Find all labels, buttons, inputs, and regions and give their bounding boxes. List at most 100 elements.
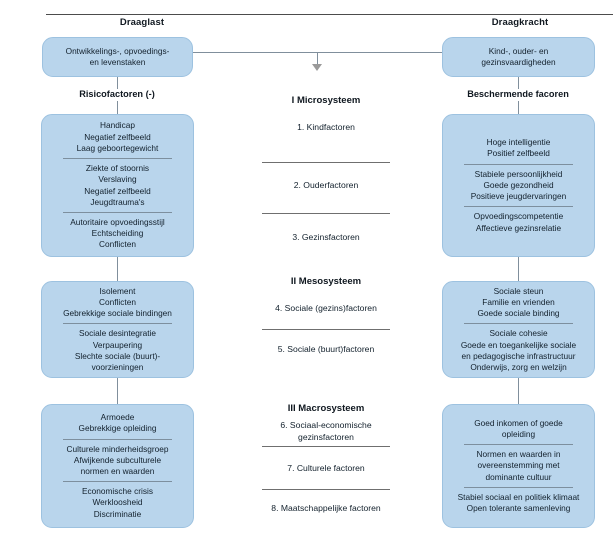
middle-item-5[interactable]: 5. Sociale (buurt)factoren (233, 344, 419, 356)
text-line: Isolement (99, 285, 136, 296)
middle-item-4[interactable]: 4. Sociale (gezins)factoren (233, 303, 419, 315)
text-line: en levenstaken (89, 57, 146, 67)
text-line: Ontwikkelings-, opvoedings- (65, 45, 170, 56)
middle-rule (262, 446, 390, 447)
left-stem-upper (117, 77, 118, 89)
text-line: Negatief zelfbeeld (84, 131, 151, 142)
text-line: Stabiel sociaal en politiek klimaat (457, 491, 580, 502)
text-line: overeenstemming met (477, 460, 560, 471)
middle-item-1[interactable]: 1. Kindfactoren (233, 122, 419, 134)
middle-item-7[interactable]: 7. Culturele factoren (233, 463, 419, 475)
column-header-draagkracht: Draagkracht (491, 17, 549, 28)
text-line: Opvoedingscompetentie (473, 211, 564, 222)
text-line: Conflicten (99, 239, 136, 250)
right-connector-2 (518, 378, 519, 404)
top-left-box-group: Ontwikkelings-, opvoedings- en levenstak… (50, 46, 185, 68)
top-right-box-group: Kind-, ouder- en gezinsvaardigheden (450, 46, 587, 68)
text-line: Open tolerante samenleving (466, 503, 571, 513)
text-line: Jeugdtrauma's (90, 196, 145, 207)
text-line: Autoritaire opvoedingsstijl (70, 216, 165, 227)
text-line: Stabiele persoonlijkheid (474, 168, 563, 179)
branch-label-risicofactoren: Risicofactoren (-) (79, 89, 155, 99)
text-line: voorzieningen (91, 362, 144, 373)
text-line: Positief zelfbeeld (487, 148, 550, 159)
left-connector-2 (117, 378, 118, 404)
text-line: Sociale steun (493, 285, 544, 296)
group-divider (63, 323, 172, 325)
text-line: Familie en vrienden (482, 297, 555, 307)
text-line: gezinsfactoren (298, 431, 354, 442)
column-header-draaglast: Draaglast (119, 17, 165, 28)
text-line: Goede sociale binding (477, 308, 560, 319)
middle-rule (262, 489, 390, 490)
text-line: 5. Sociale (buurt)factoren (277, 344, 375, 354)
text-line: Culturele minderheidsgroep (66, 443, 169, 454)
middle-rule (262, 213, 390, 214)
branch-label-beschermende: Beschermende facoren (467, 89, 569, 99)
group-divider (63, 481, 172, 483)
text-line: Conflicten (99, 297, 136, 307)
text-line: Normen en waarden in (476, 449, 561, 460)
text-line: Kind-, ouder- en (488, 45, 549, 56)
top-left-box[interactable]: Ontwikkelings-, opvoedings- en levenstak… (42, 37, 193, 77)
group-divider (464, 444, 573, 446)
middle-rule (262, 162, 390, 163)
text-line: Goede gezondheid (483, 179, 554, 190)
group-divider (63, 211, 172, 213)
text-line: 7. Culturele factoren (287, 463, 365, 473)
text-line: en pedagogische infrastructuur (461, 350, 576, 361)
text-line: dominante cultuur (485, 471, 552, 482)
text-line: Sociale desintegratie (78, 328, 157, 339)
left-connector-1 (117, 257, 118, 281)
down-arrow-icon (312, 64, 322, 71)
right-stem-upper (518, 77, 519, 89)
text-line: gezinsvaardigheden (481, 57, 556, 67)
text-line: 3. Gezinsfactoren (292, 232, 360, 242)
group-divider (63, 158, 172, 160)
text-line: Goede en toegankelijke sociale (460, 339, 577, 350)
top-divider-rule (46, 14, 613, 15)
group-divider (464, 323, 573, 325)
group-divider (464, 486, 573, 488)
text-line: 6. Sociaal-economische (280, 420, 372, 430)
arrow-stem (317, 52, 318, 66)
middle-title-macrosysteem: III Macrosysteem (287, 403, 365, 414)
text-line: Positieve jeugdervaringen (470, 191, 567, 202)
top-right-box[interactable]: Kind-, ouder- en gezinsvaardigheden (442, 37, 595, 77)
text-line: Werkloosheid (92, 497, 143, 508)
middle-item-3[interactable]: 3. Gezinsfactoren (233, 232, 419, 244)
middle-rule (262, 329, 390, 330)
text-line: Sociale cohesie (489, 328, 548, 339)
group-divider (63, 438, 172, 440)
middle-item-8[interactable]: 8. Maatschappelijke factoren (233, 503, 419, 515)
text-line: Discriminatie (93, 508, 142, 519)
text-line: Afwijkende subculturele (73, 454, 162, 465)
text-line: 1. Kindfactoren (297, 122, 355, 132)
text-line: Hoge intelligentie (486, 137, 551, 148)
left-stem-lower (117, 101, 118, 115)
text-line: Slechte sociale (buurt)- (74, 350, 161, 361)
group-divider (464, 206, 573, 208)
text-line: 8. Maatschappelijke factoren (271, 503, 381, 513)
middle-item-2[interactable]: 2. Ouderfactoren (233, 180, 419, 192)
right-stem-lower (518, 101, 519, 115)
